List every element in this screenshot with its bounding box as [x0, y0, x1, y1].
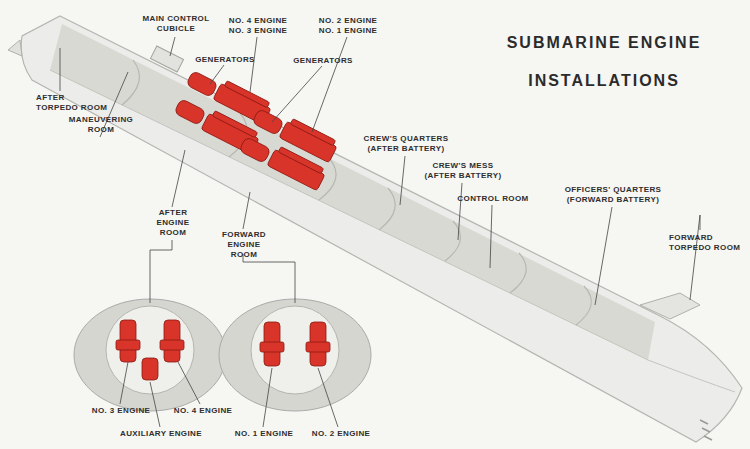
control-cubicle: [150, 46, 183, 72]
callout-label: AUXILIARY ENGINE: [119, 429, 203, 439]
callout-label: MAIN CONTROL CUBICLE: [141, 14, 210, 34]
callout-label: GENERATORS: [292, 56, 354, 66]
engines: [174, 71, 339, 191]
callout-label: MANEUVERING ROOM: [68, 115, 134, 135]
callout-label: GENERATORS: [194, 55, 256, 65]
callout-label: AFTER ENGINE ROOM: [155, 208, 190, 238]
callout-label: NO. 1 ENGINE: [234, 429, 295, 439]
callout-label: NO. 4 ENGINE: [173, 406, 234, 416]
hull: [21, 16, 742, 442]
bow-plane: [640, 293, 700, 319]
leader-lines: [60, 37, 700, 427]
bow-vents: [700, 420, 712, 440]
callout-label: NO. 2 ENGINE NO. 1 ENGINE: [318, 16, 379, 36]
callout-label: FORWARD ENGINE ROOM: [221, 230, 267, 260]
callout-label: CREW'S MESS (AFTER BATTERY): [423, 161, 502, 181]
callout-label: NO. 4 ENGINE NO. 3 ENGINE: [228, 16, 289, 36]
bulkheads: [122, 60, 591, 325]
stern-fin: [8, 40, 22, 56]
callout-label: CONTROL ROOM: [456, 194, 529, 204]
callout-label: NO. 2 ENGINE: [311, 429, 372, 439]
cross-section-forward: [219, 299, 371, 411]
callout-label: CREW'S QUARTERS (AFTER BATTERY): [363, 134, 450, 154]
callout-label: AFTER TORPEDO ROOM: [35, 93, 108, 113]
cross-section-after: [74, 299, 226, 411]
callout-label: NO. 3 ENGINE: [91, 406, 152, 416]
callout-label: OFFICERS' QUARTERS (FORWARD BATTERY): [564, 185, 663, 205]
callout-label: FORWARD TORPEDO ROOM: [668, 233, 741, 253]
title: SUBMARINE ENGINE INSTALLATIONS: [484, 24, 724, 100]
